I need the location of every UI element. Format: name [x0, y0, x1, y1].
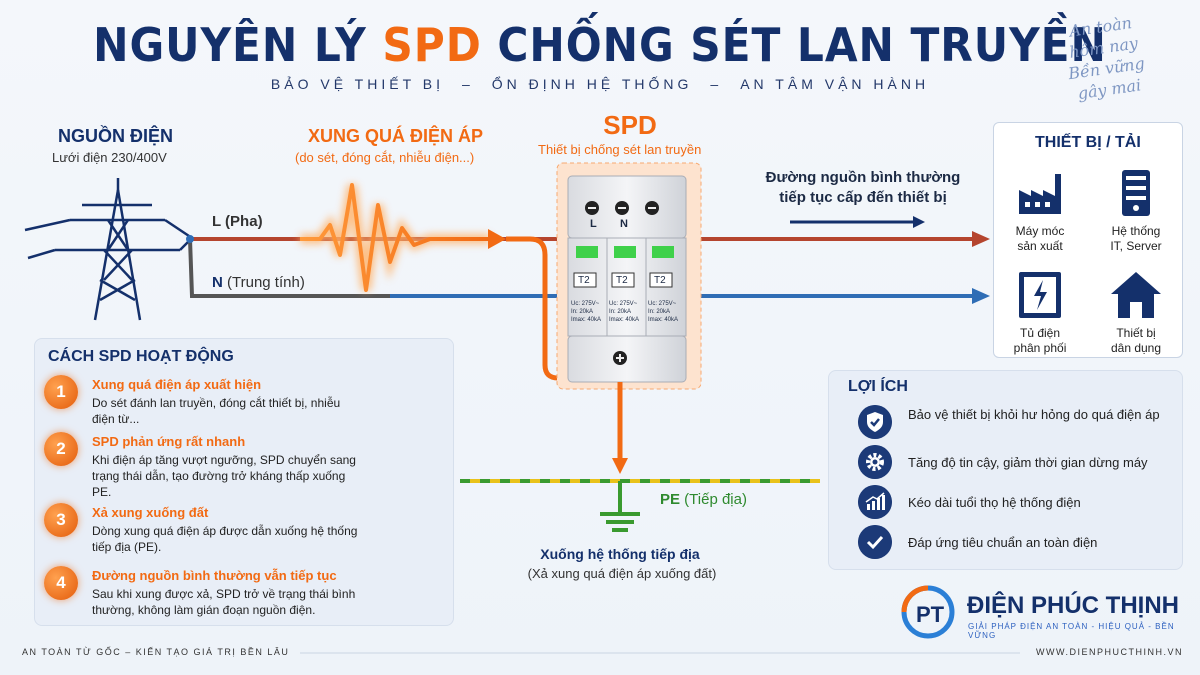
house-icon: [1111, 272, 1161, 318]
footer-slogan: AN TOÀN TỪ GỐC – KIẾN TẠO GIÁ TRỊ BỀN LÂ…: [22, 647, 290, 657]
spd-module-label-3: T2: [654, 275, 666, 286]
footer-website-link[interactable]: WWW.DIENPHUCTHINH.VN: [1036, 647, 1183, 657]
normal-path-arrow: [913, 216, 925, 228]
benefit-4-text: Đáp ứng tiêu chuẩn an toàn điện: [908, 535, 1098, 550]
step-1-badge: 1: [44, 375, 78, 409]
loads-panel: [993, 122, 1183, 358]
surge-down-arrow: [612, 458, 628, 474]
check-icon: [858, 525, 892, 559]
step-4-desc: Sau khi xung được xả, SPD trở về trạng t…: [92, 587, 356, 617]
benefit-3-text: Kéo dài tuổi thọ hệ thống điện: [908, 495, 1081, 510]
gear-icon: [858, 445, 892, 479]
factory-icon: [1019, 174, 1061, 214]
spd-module-label-1: T2: [578, 275, 590, 286]
phase-arrow-head: [972, 231, 990, 247]
brand-name: ĐIỆN PHÚC THỊNH: [967, 592, 1180, 619]
how-it-works-panel: [34, 338, 454, 626]
source-title: NGUỒN ĐIỆN: [58, 126, 174, 146]
spd-title: SPD: [603, 110, 657, 140]
benefit-2-text: Tăng độ tin cậy, giảm thời gian dừng máy: [908, 455, 1148, 470]
surge-subtitle: (do sét, đóng cắt, nhiễu điện...): [295, 150, 475, 165]
step-3-title: Xả xung xuống đất: [92, 505, 209, 520]
svg-text:PT: PT: [916, 602, 945, 627]
spd-device: [567, 175, 687, 383]
surge-path: [506, 236, 565, 381]
neutral-arrow-head: [972, 288, 990, 304]
surge-waveform-icon: [300, 183, 506, 292]
brand-tagline: GIẢI PHÁP ĐIỆN AN TOÀN - HIỆU QUẢ - BỀN …: [968, 622, 1175, 640]
benefit-1-text: Bảo vệ thiết bị khỏi hư hỏng do quá điện…: [908, 407, 1160, 422]
step-1-desc: Do sét đánh lan truyền, đóng cắt thiết b…: [92, 396, 341, 426]
spd-terminal-l: L: [590, 218, 597, 230]
page-subtitle: BẢO VỆ THIẾT BỊ–ỔN ĐỊNH HỆ THỐNG–AN TÂM …: [270, 76, 930, 92]
ground-title: Xuống hệ thống tiếp địa: [540, 546, 700, 562]
step-2-badge: 2: [44, 432, 78, 466]
step-2-title: SPD phản ứng rất nhanh: [92, 434, 246, 449]
step-3-badge: 3: [44, 503, 78, 537]
electrical-panel-icon: [1019, 272, 1061, 318]
junction-dot: [186, 235, 194, 243]
step-3-desc: Dòng xung quá điện áp được dẫn xuống hệ …: [92, 524, 358, 554]
ground-symbol-icon: [600, 481, 640, 532]
phase-line-label: L (Pha): [212, 213, 263, 230]
step-4-title: Đường nguồn bình thường vẫn tiếp tục: [92, 568, 337, 583]
step-1-title: Xung quá điện áp xuất hiện: [92, 377, 262, 392]
growth-chart-icon: [858, 485, 892, 519]
page-title: NGUYÊN LÝ SPD CHỐNG SÉT LAN TRUYỀN: [93, 18, 1107, 72]
spd-subtitle: Thiết bị chống sét lan truyền: [538, 142, 702, 157]
step-2-desc: Khi điện áp tăng vượt ngưỡng, SPD chuyển…: [92, 453, 356, 499]
surge-title: XUNG QUÁ ĐIỆN ÁP: [308, 126, 484, 146]
source-subtitle: Lưới điện 230/400V: [52, 150, 167, 165]
benefits-title: LỢI ÍCH: [848, 378, 908, 395]
how-it-works-title: CÁCH SPD HOẠT ĐỘNG: [48, 348, 234, 365]
spd-terminal-n: N: [620, 218, 628, 230]
brand-logo-icon: PT: [901, 585, 955, 639]
ground-subtitle: (Xả xung quá điện áp xuống đất): [527, 566, 717, 581]
step-4-badge: 4: [44, 566, 78, 600]
pe-label: PE (Tiếp địa): [660, 491, 747, 508]
server-icon: [1122, 170, 1150, 216]
neutral-line-label: N (Trung tính): [212, 274, 305, 291]
loads-title: THIẾT BỊ / TẢI: [1035, 134, 1141, 151]
spd-module-label-2: T2: [616, 275, 628, 286]
transmission-tower-icon: [24, 178, 193, 321]
shield-check-icon: [858, 405, 892, 439]
